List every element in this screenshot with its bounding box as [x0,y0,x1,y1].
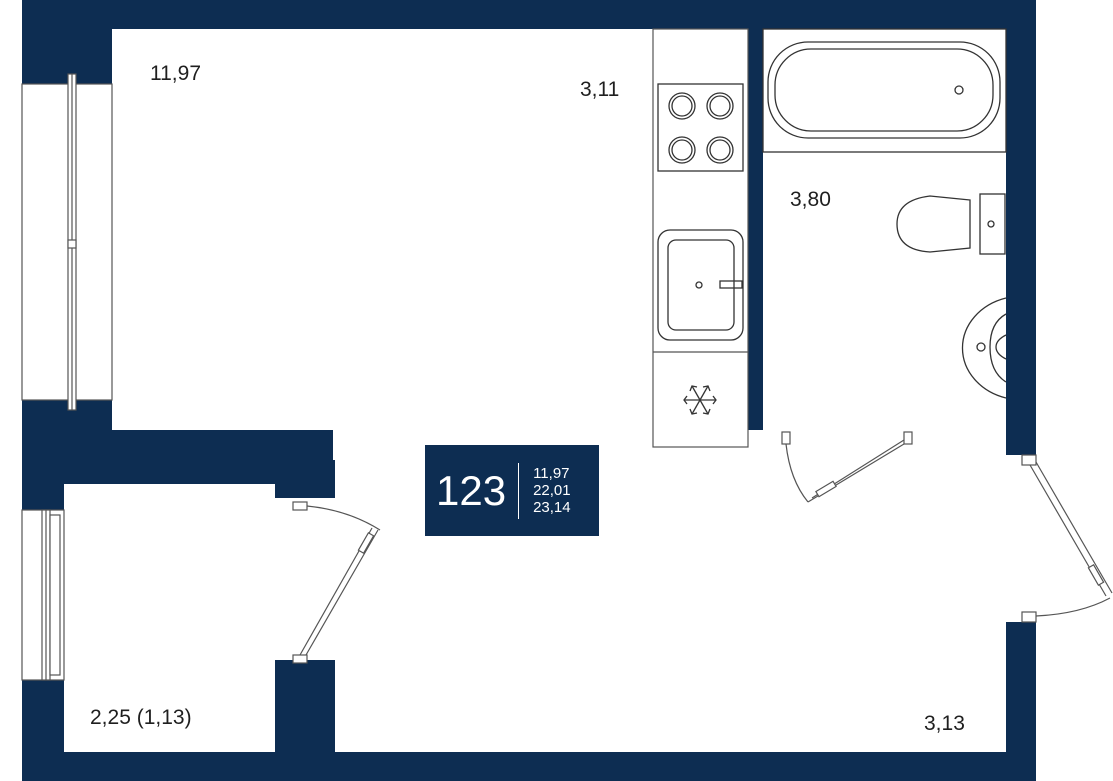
badge-area-living: 11,97 [533,465,570,482]
wall-top [22,0,1036,29]
wall-right-upper [1006,0,1036,455]
badge-areas: 11,97 22,01 23,14 [533,465,571,516]
wall-balcony-top-step [275,460,335,498]
apartment-number: 123 [436,466,507,514]
wall-bath-left [748,29,763,432]
bathroom-door [781,431,913,503]
apartment-badge: 123 11,97 22,01 23,14 [425,445,599,536]
window-living [21,73,113,411]
wall-right-lower [1006,622,1036,781]
wall-balcony-right-lower [275,660,335,781]
toilet-icon [896,193,1006,255]
entrance-door [1021,454,1113,623]
washbasin-icon [961,297,1007,399]
living-room-area-label: 11,97 [150,62,201,85]
badge-background [425,445,599,536]
bathroom-area-label: 3,80 [790,188,831,211]
badge-divider [518,462,520,519]
kitchen-area-label: 3,11 [580,78,620,101]
badge-area-total: 22,01 [533,482,571,499]
wall-left-upper [22,0,112,84]
walls [22,0,1036,781]
wall-bottom [22,752,1036,781]
living-floor [112,29,653,430]
badge-area-with-balcony: 23,14 [533,499,571,516]
wall-left-lower [22,484,64,510]
bathtub-icon [762,28,1007,153]
balcony-door [292,501,381,664]
balcony-area-label: 2,25 (1,13) [90,706,192,729]
hallway-area-label: 3,13 [924,712,965,735]
snowflake-icon [683,385,717,415]
window-balcony [21,509,65,681]
kitchen-counter [652,28,749,448]
balcony-floor [64,484,275,752]
kitchen-sink-icon [657,229,744,341]
cooktop-icon [657,83,744,172]
